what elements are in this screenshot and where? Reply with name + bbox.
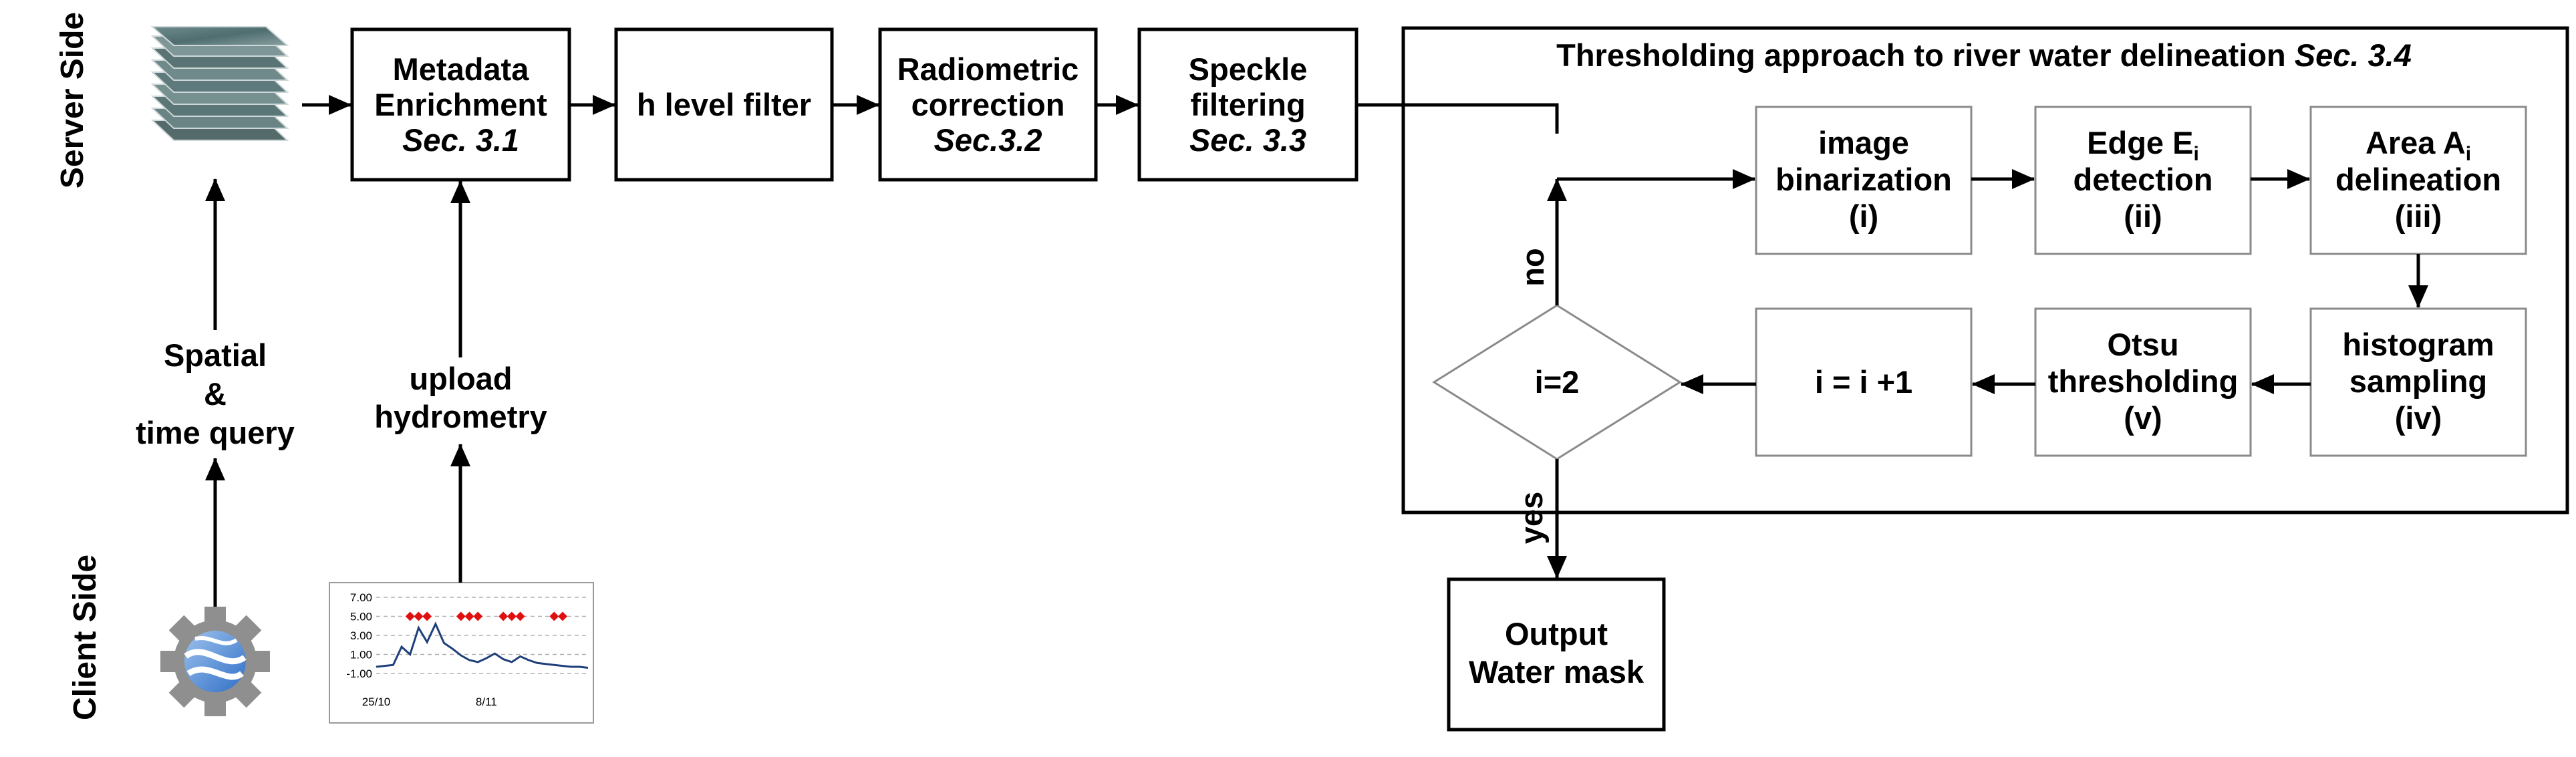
otsu-line2: thresholding bbox=[2048, 363, 2239, 399]
earth-engine-gear-logo-icon bbox=[160, 607, 270, 716]
speckle-line1: Speckle bbox=[1189, 51, 1308, 87]
decision-label: i=2 bbox=[1535, 364, 1580, 400]
image-binarization-box: image binarization (i) bbox=[1755, 106, 1973, 255]
no-label: no bbox=[1515, 248, 1550, 286]
threshold-marker bbox=[557, 611, 567, 621]
threshold-marker bbox=[456, 611, 466, 621]
edge-speckle-to-group bbox=[1356, 103, 1559, 134]
speckle-line2: filtering bbox=[1190, 87, 1305, 122]
radiometric-ref: Sec.3.2 bbox=[934, 122, 1042, 158]
spatial-line1: Spatial bbox=[164, 337, 267, 373]
area-line1: Area Ai bbox=[2366, 125, 2471, 165]
edge-line1: Edge Ei bbox=[2087, 125, 2199, 165]
decision-diamond: i=2 bbox=[1432, 304, 1682, 460]
radiometric-line2: correction bbox=[911, 87, 1065, 122]
upload-hydrometry-label: upload hydrometry bbox=[364, 357, 558, 444]
metadata-ref: Sec. 3.1 bbox=[402, 122, 519, 158]
binarization-line3: (i) bbox=[1849, 198, 1878, 234]
radiometric-line1: Radiometric bbox=[897, 51, 1079, 87]
client-side-label: Client Side bbox=[67, 555, 103, 720]
increment-box: i = i +1 bbox=[1755, 307, 1973, 457]
server-side-label: Server Side bbox=[55, 12, 90, 188]
y-tick-label: 5.00 bbox=[350, 611, 372, 623]
upload-line2: hydrometry bbox=[374, 399, 547, 434]
increment-label: i = i +1 bbox=[1815, 364, 1912, 400]
y-tick-label: 1.00 bbox=[350, 649, 372, 661]
histogram-line1: histogram bbox=[2342, 327, 2494, 362]
threshold-marker bbox=[464, 611, 474, 621]
threshold-marker bbox=[473, 611, 483, 621]
y-tick-label: -1.00 bbox=[346, 667, 372, 680]
metadata-line2: Enrichment bbox=[374, 87, 547, 122]
binarization-line2: binarization bbox=[1775, 162, 1952, 197]
area-line3: (iii) bbox=[2395, 198, 2442, 234]
yes-label: yes bbox=[1514, 492, 1549, 544]
metadata-enrichment-box: Metadata Enrichment Sec. 3.1 bbox=[350, 27, 571, 182]
threshold-marker bbox=[515, 611, 525, 621]
threshold-marker bbox=[414, 611, 424, 621]
histogram-line2: sampling bbox=[2349, 363, 2487, 399]
spatial-time-query-label: Spatial & time query bbox=[136, 330, 295, 457]
hydrometry-series-line bbox=[376, 621, 589, 669]
histogram-sampling-box: histogram sampling (iv) bbox=[2309, 307, 2527, 457]
y-tick-label: 7.00 bbox=[350, 591, 372, 604]
spatial-line3: time query bbox=[136, 415, 295, 450]
threshold-marker bbox=[507, 611, 517, 621]
threshold-marker bbox=[498, 611, 509, 621]
output-water-mask-box: Output Water mask bbox=[1447, 577, 1666, 732]
otsu-line3: (v) bbox=[2124, 400, 2162, 436]
h-level-filter-box: h level filter bbox=[614, 27, 834, 182]
edges bbox=[205, 95, 2428, 607]
output-line2: Water mask bbox=[1469, 654, 1644, 690]
binarization-line1: image bbox=[1818, 125, 1909, 160]
group-title: Thresholding approach to river water del… bbox=[1556, 37, 2412, 73]
y-tick-label: 3.00 bbox=[350, 629, 372, 642]
area-delineation-box: Area Ai delineation (iii) bbox=[2309, 106, 2527, 255]
area-line2: delineation bbox=[2335, 162, 2501, 197]
threshold-marker bbox=[549, 611, 559, 621]
radiometric-correction-box: Radiometric correction Sec.3.2 bbox=[878, 27, 1098, 182]
hydrometry-chart-thumbnail: 7.00 5.00 3.00 1.00 -1.00 25/10 8/11 bbox=[329, 582, 594, 724]
spatial-line2: & bbox=[204, 376, 227, 412]
otsu-thresholding-box: Otsu thresholding (v) bbox=[2034, 307, 2252, 457]
threshold-marker bbox=[405, 611, 415, 621]
thresholding-group: Thresholding approach to river water del… bbox=[1401, 26, 2569, 514]
edge-line3: (ii) bbox=[2124, 198, 2162, 234]
threshold-marker bbox=[422, 611, 432, 621]
satellite-image-stack-icon bbox=[150, 26, 289, 141]
upload-line1: upload bbox=[409, 361, 512, 396]
x-tick-label: 8/11 bbox=[476, 696, 497, 708]
edge-detection-box: Edge Ei detection (ii) bbox=[2034, 106, 2252, 255]
h-level-filter-label: h level filter bbox=[637, 87, 811, 122]
histogram-line3: (iv) bbox=[2395, 400, 2442, 436]
output-line1: Output bbox=[1505, 616, 1608, 651]
speckle-ref: Sec. 3.3 bbox=[1189, 122, 1306, 158]
otsu-line1: Otsu bbox=[2107, 327, 2178, 362]
x-tick-label: 25/10 bbox=[362, 696, 391, 708]
edge-line2: detection bbox=[2073, 162, 2213, 197]
speckle-filtering-box: Speckle filtering Sec. 3.3 bbox=[1137, 27, 1358, 182]
metadata-line1: Metadata bbox=[393, 51, 530, 87]
